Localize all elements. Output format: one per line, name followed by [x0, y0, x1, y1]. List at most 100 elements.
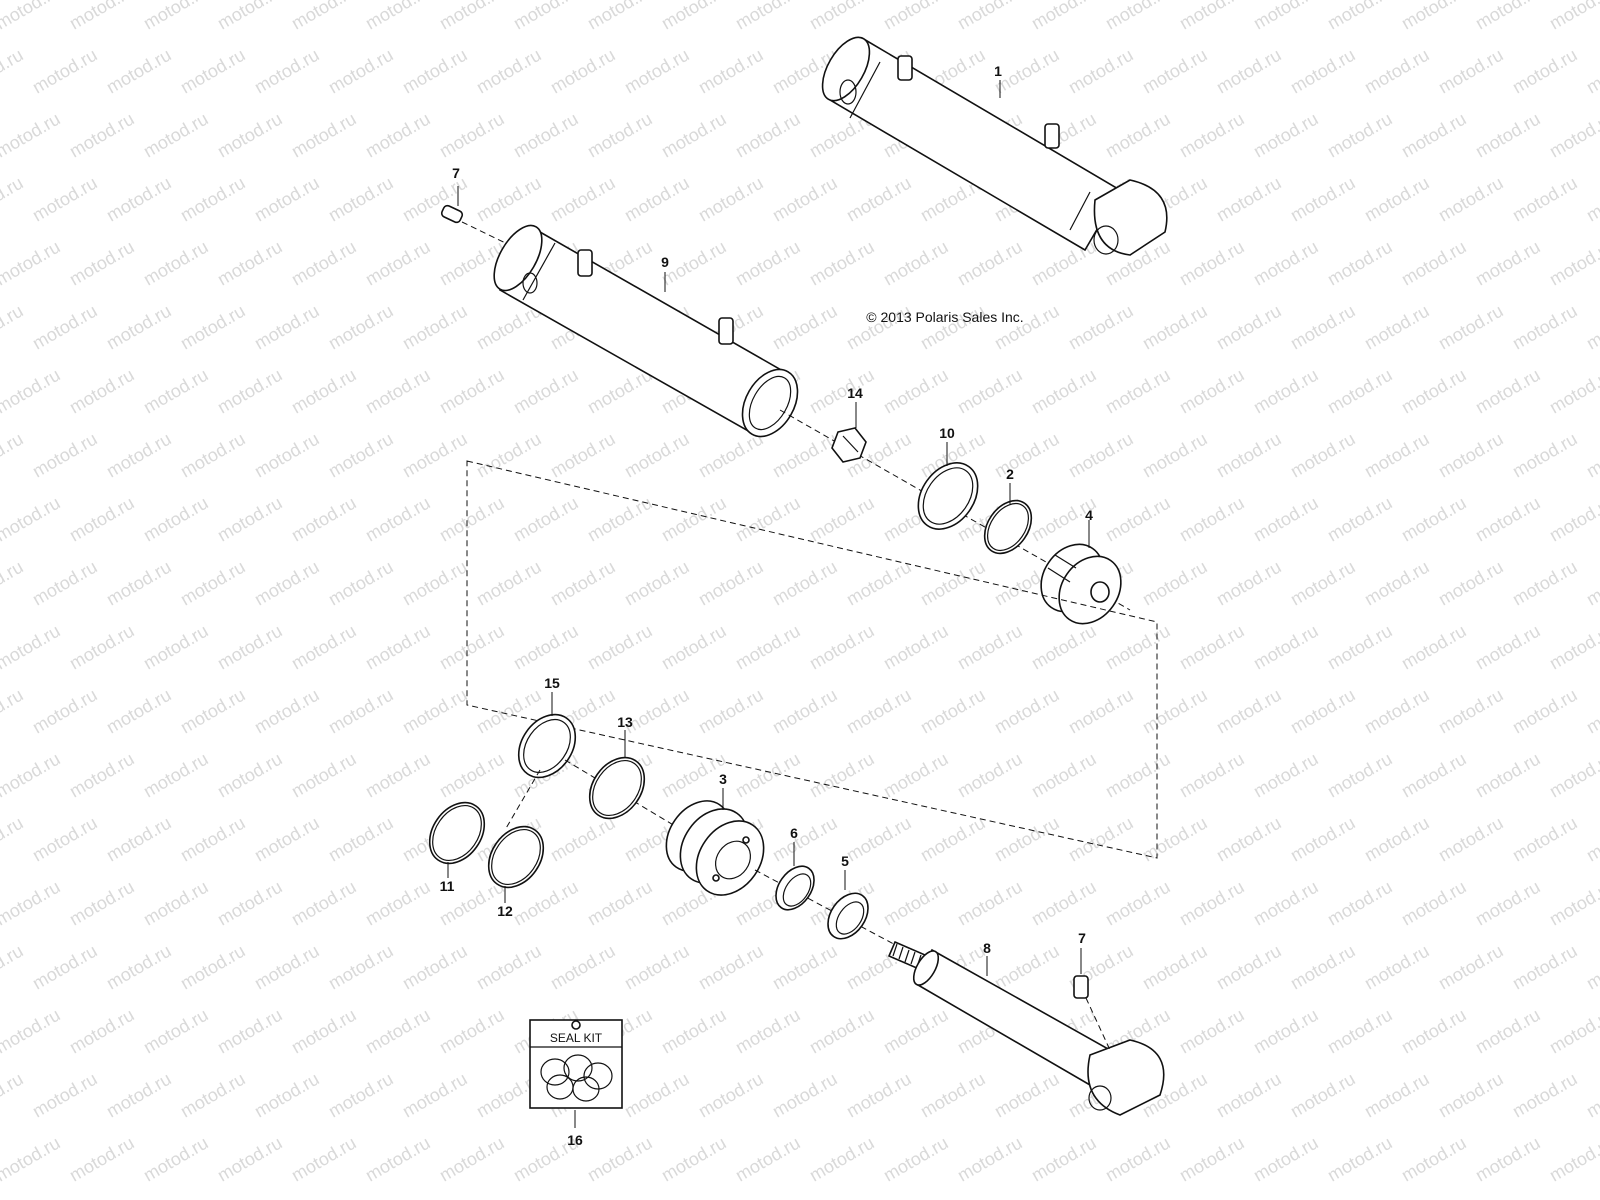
callout-8: 8	[983, 940, 991, 956]
watermark-text: motod.ru	[214, 1005, 286, 1058]
watermark-text: motod.ru	[1102, 749, 1174, 802]
watermark-text: motod.ru	[1546, 493, 1600, 546]
watermark-text: motod.ru	[732, 621, 804, 674]
watermark-text: motod.ru	[436, 1133, 508, 1186]
watermark-text: motod.ru	[880, 1133, 952, 1186]
watermark-text: motod.ru	[29, 173, 101, 226]
watermark-text: motod.ru	[0, 45, 27, 98]
watermark-text: motod.ru	[251, 1069, 323, 1122]
watermark-text: motod.ru	[362, 877, 434, 930]
watermark-text: motod.ru	[1546, 749, 1600, 802]
watermark-text: motod.ru	[140, 0, 212, 33]
watermark-text: motod.ru	[1250, 109, 1322, 162]
watermark-text: motod.ru	[103, 813, 175, 866]
watermark-text: motod.ru	[325, 45, 397, 98]
watermark-text: motod.ru	[732, 237, 804, 290]
watermark-text: motod.ru	[621, 941, 693, 994]
watermark-text: motod.ru	[1472, 1133, 1544, 1186]
watermark-text: motod.ru	[288, 621, 360, 674]
watermark-text: motod.ru	[0, 109, 64, 162]
watermark-text: motod.ru	[1139, 429, 1211, 482]
watermark-text: motod.ru	[658, 0, 730, 33]
watermark-text: motod.ru	[843, 557, 915, 610]
watermark-text: motod.ru	[1509, 429, 1581, 482]
watermark-text: motod.ru	[1398, 493, 1470, 546]
watermark-text: motod.ru	[1361, 813, 1433, 866]
watermark-text: motod.ru	[362, 365, 434, 418]
watermark-text: motod.ru	[621, 45, 693, 98]
watermark-text: motod.ru	[1546, 365, 1600, 418]
watermark-text: motod.ru	[140, 1005, 212, 1058]
watermark-text: motod.ru	[917, 813, 989, 866]
watermark-text: motod.ru	[362, 0, 434, 33]
watermark-text: motod.ru	[473, 429, 545, 482]
watermark-text: motod.ru	[1287, 813, 1359, 866]
watermark-text: motod.ru	[547, 557, 619, 610]
watermark-text: motod.ru	[0, 941, 27, 994]
watermark-text: motod.ru	[251, 429, 323, 482]
watermark-text: motod.ru	[436, 1005, 508, 1058]
watermark-text: motod.ru	[362, 109, 434, 162]
watermark-text: motod.ru	[769, 301, 841, 354]
watermark-text: motod.ru	[1213, 45, 1285, 98]
watermark-text: motod.ru	[1028, 749, 1100, 802]
watermark-text: motod.ru	[1546, 237, 1600, 290]
watermark-text: motod.ru	[880, 749, 952, 802]
watermark-text: motod.ru	[1361, 557, 1433, 610]
watermark-text: motod.ru	[214, 493, 286, 546]
watermark-text: motod.ru	[547, 45, 619, 98]
watermark-text: motod.ru	[103, 429, 175, 482]
piston	[1040, 543, 1122, 625]
watermark-text: motod.ru	[547, 813, 619, 866]
watermark-text: motod.ru	[1028, 365, 1100, 418]
watermark-text: motod.ru	[954, 621, 1026, 674]
watermark-text: motod.ru	[140, 237, 212, 290]
watermark-text: motod.ru	[362, 621, 434, 674]
watermark-text: motod.ru	[769, 173, 841, 226]
watermark-text: motod.ru	[362, 1005, 434, 1058]
watermark-text: motod.ru	[1028, 0, 1100, 33]
watermark-text: motod.ru	[1361, 941, 1433, 994]
watermark-text: motod.ru	[1361, 685, 1433, 738]
watermark-text: motod.ru	[436, 365, 508, 418]
watermark-text: motod.ru	[954, 749, 1026, 802]
watermark-text: motod.ru	[177, 301, 249, 354]
watermark-text: motod.ru	[473, 941, 545, 994]
watermark-text: motod.ru	[1472, 621, 1544, 674]
watermark-text: motod.ru	[251, 685, 323, 738]
watermark-text: motod.ru	[880, 0, 952, 33]
watermark-text: motod.ru	[1398, 1133, 1470, 1186]
watermark-text: motod.ru	[1435, 941, 1507, 994]
watermark-text: motod.ru	[0, 685, 27, 738]
callout-9: 9	[661, 254, 669, 270]
ring-11	[428, 801, 486, 865]
watermark-text: motod.ru	[1213, 1069, 1285, 1122]
watermark-text: motod.ru	[1324, 0, 1396, 33]
watermark-text: motod.ru	[362, 237, 434, 290]
seal-kit: SEAL KIT	[529, 1019, 623, 1109]
callouts: 1 7 9 14 10 2 4 15 13 3 6 5 11 12 8 7 16	[440, 63, 1094, 1148]
watermark-text: motod.ru	[0, 813, 27, 866]
watermark-text: motod.ru	[1583, 301, 1600, 354]
watermark-text: motod.ru	[0, 493, 64, 546]
watermark-text: motod.ru	[29, 685, 101, 738]
watermark-text: motod.ru	[658, 621, 730, 674]
watermark-text: motod.ru	[436, 749, 508, 802]
watermark-text: motod.ru	[621, 173, 693, 226]
watermark-text: motod.ru	[1065, 301, 1137, 354]
watermark-text: motod.ru	[1472, 493, 1544, 546]
watermark-text: motod.ru	[1583, 1069, 1600, 1122]
watermark-text: motod.ru	[1176, 877, 1248, 930]
watermark-text: motod.ru	[214, 0, 286, 33]
watermark-text: motod.ru	[1472, 109, 1544, 162]
watermark-text: motod.ru	[584, 1133, 656, 1186]
watermark-text: motod.ru	[1176, 621, 1248, 674]
watermark-text: motod.ru	[251, 173, 323, 226]
watermark-text: motod.ru	[1583, 685, 1600, 738]
watermark-text: motod.ru	[288, 0, 360, 33]
watermark-text: motod.ru	[325, 429, 397, 482]
watermark-text: motod.ru	[917, 557, 989, 610]
watermark-text: motod.ru	[103, 173, 175, 226]
copyright-text: © 2013 Polaris Sales Inc.	[866, 309, 1023, 325]
